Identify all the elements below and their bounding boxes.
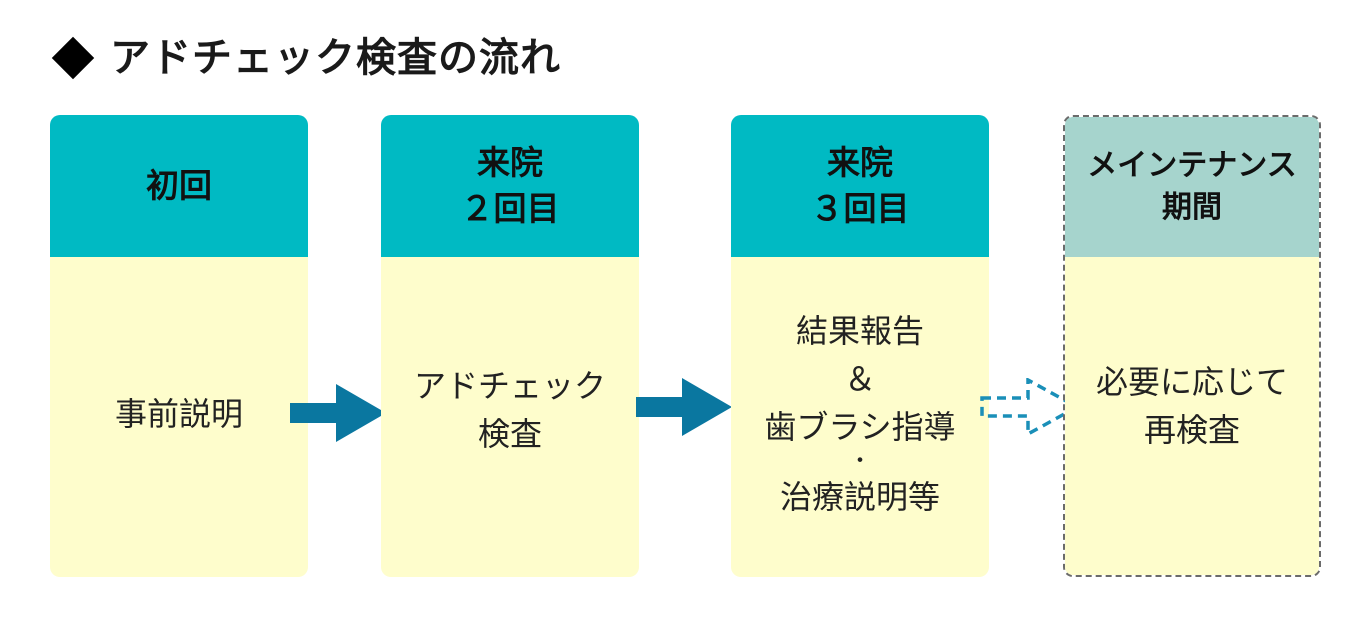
step-header-line: 期間	[1162, 190, 1222, 225]
step-body: 必要に応じて 再検査	[1065, 257, 1319, 575]
step-body-line: アドチェック	[413, 367, 606, 405]
step-header-line: 初回	[146, 166, 212, 205]
black-diamond-icon	[51, 36, 95, 80]
page-title: アドチェック検査の流れ	[50, 30, 561, 86]
step-card-first-visit: 初回 事前説明	[50, 115, 308, 577]
step-body-line: ＆	[843, 360, 876, 398]
step-body-line: 再検査	[1143, 411, 1240, 449]
step-header-line: 来院	[477, 143, 543, 182]
step-body: 事前説明	[50, 257, 308, 577]
step-header: 来院 ３回目	[731, 115, 989, 257]
step-body-line: 必要に応じて	[1095, 363, 1288, 401]
step-header: 来院 ２回目	[381, 115, 639, 257]
step-body: 結果報告 ＆ 歯ブラシ指導 ・ 治療説明等	[731, 257, 989, 577]
step-body-line: 治療説明等	[779, 478, 940, 516]
step-header-line: 来院	[827, 143, 893, 182]
step-body-line: 歯ブラシ指導	[764, 408, 956, 446]
step-body-line: 検査	[477, 415, 542, 453]
step-header-line: ３回目	[810, 189, 910, 228]
step-body-line: ・	[848, 449, 871, 474]
step-header: 初回	[50, 115, 308, 257]
step-body-line: 事前説明	[114, 395, 243, 433]
step-header: メインテナンス 期間	[1065, 117, 1319, 257]
page-title-text: アドチェック検査の流れ	[110, 35, 561, 81]
step-body: アドチェック 検査	[381, 257, 639, 577]
step-card-maintenance: メインテナンス 期間 必要に応じて 再検査	[1063, 115, 1321, 577]
step-body-line: 結果報告	[795, 312, 924, 350]
step-card-third-visit: 来院 ３回目 結果報告 ＆ 歯ブラシ指導 ・ 治療説明等	[731, 115, 989, 577]
step-card-second-visit: 来院 ２回目 アドチェック 検査	[381, 115, 639, 577]
step-header-line: メインテナンス	[1087, 148, 1297, 183]
right-arrow-icon	[290, 384, 386, 442]
right-arrow-icon	[636, 378, 732, 436]
dashed-right-arrow-icon	[980, 378, 1081, 436]
step-header-line: ２回目	[460, 189, 560, 228]
